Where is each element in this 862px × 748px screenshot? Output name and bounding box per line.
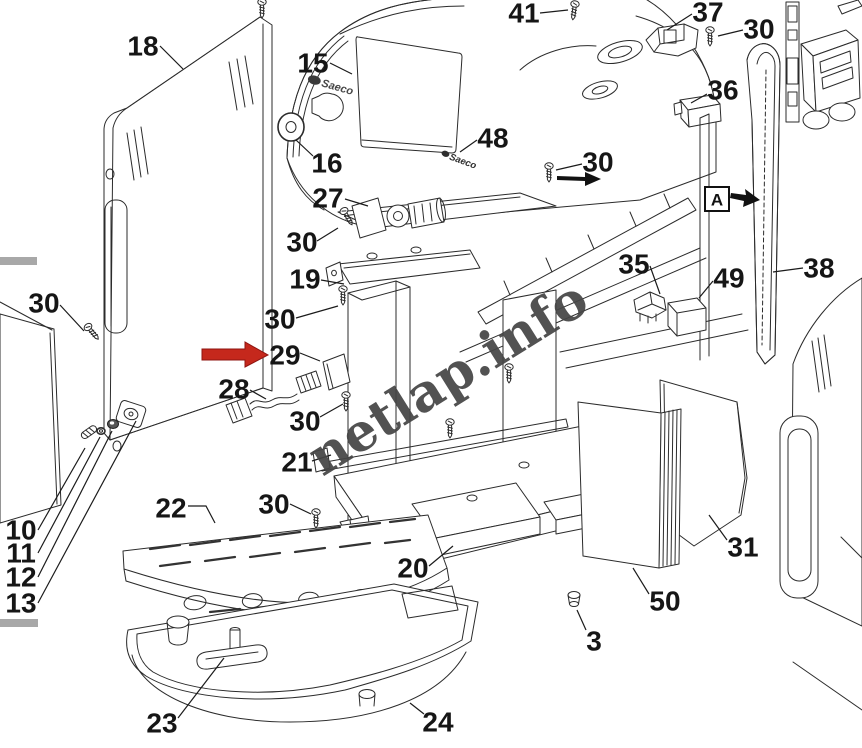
front-door-50 [578,402,681,568]
part-label-37: 37 [692,0,723,28]
leader-line-50 [633,568,649,594]
leader-line-23 [178,658,224,718]
part-label-31: 31 [727,532,758,563]
part-label-10: 10 [5,515,36,546]
part-label-50: 50 [649,586,680,617]
part-label-20: 20 [397,553,428,584]
part-label-30: 30 [743,14,774,45]
detail-marker-a: A [705,187,760,211]
part-label-18: 18 [127,31,158,62]
part-label-30: 30 [289,406,320,437]
drip-tray-24 [127,584,478,722]
housing-cover-41 [287,0,716,225]
washer-11 [97,428,105,434]
leader-line-30 [718,30,743,36]
leader-line-30 [60,305,84,331]
detail-direction-arrow-icon [730,189,760,207]
leader-line-16 [296,140,313,156]
part-label-30: 30 [28,288,59,319]
part-label-12: 12 [5,562,36,593]
part-label-16: 16 [311,148,342,179]
motor-assembly-27 [352,197,447,238]
leader-line-36 [691,94,707,103]
plate-13 [115,400,147,429]
left-gray-bar-top [0,257,37,265]
leader-line-30 [296,306,338,318]
screw-direction-arrow-icon [557,172,601,186]
leader-line-35 [650,266,660,294]
screw-top [257,0,267,19]
part-label-30: 30 [258,489,289,520]
part-label-19: 19 [289,264,320,295]
left-gray-bar-bottom [0,619,38,627]
leader-line-22 [188,506,215,523]
part-label-41: 41 [508,0,539,29]
part-label-22: 22 [155,493,186,524]
leader-line-28 [250,390,266,399]
cap-12 [108,420,119,429]
part-label-38: 38 [803,253,834,284]
bracket-35 [634,292,666,323]
leader-line-30 [290,504,311,514]
part-label-21: 21 [281,447,312,478]
circuit-board [786,0,862,129]
part-label-24: 24 [422,707,454,738]
part-label-30: 30 [286,227,317,258]
leader-line-30 [320,404,343,417]
part-label-27: 27 [312,183,343,214]
float-lever-23 [197,628,267,670]
latch-37 [646,24,698,56]
spring-10 [80,424,98,439]
highlight-arrow-29-icon [202,342,268,367]
leader-line-27 [345,199,368,206]
leader-line-41 [540,10,568,13]
rail-21 [313,419,568,472]
cable-28 [226,371,321,423]
part-label-30: 30 [264,304,295,335]
part-label-28: 28 [218,374,249,405]
leader-line-49 [699,281,713,298]
part-label-15: 15 [297,48,328,79]
leader-line-30 [317,228,338,241]
leader-line-19 [321,280,344,284]
part-label-35: 35 [618,249,649,280]
leader-line-31 [709,515,727,540]
part-label-48: 48 [477,123,508,154]
box-49 [668,298,706,336]
leader-line-21 [312,455,331,461]
left-partial-box [0,302,61,523]
right-side-panel [780,278,862,710]
leader-line-10 [38,448,85,530]
leader-line-30 [556,164,582,170]
leader-line-24 [410,703,424,714]
rear-panel-18 [104,17,272,451]
leader-line-12 [38,431,112,577]
part-label-23: 23 [146,708,177,739]
leader-line-20 [429,546,453,566]
part-label-36: 36 [707,75,738,106]
leader-line-38 [773,268,803,272]
leader-line-37 [667,14,692,30]
part-label-13: 13 [5,588,36,619]
leader-line-29 [300,353,320,361]
grommet-16 [278,113,304,141]
rubber-foot-3 [568,592,580,607]
part-label-29: 29 [269,340,300,371]
leader-line-11 [38,437,100,553]
part-label-3: 3 [586,626,602,657]
part-label-11: 11 [6,538,36,569]
plate-29 [323,354,350,390]
part-label-30: 30 [582,147,613,178]
leader-line-3 [577,610,586,630]
small-parts-10-13 [80,400,147,440]
detail-marker-letter: A [711,191,723,210]
leader-line-13 [38,421,136,603]
side-strip-38 [747,44,780,364]
leader-line-15 [330,63,352,74]
leader-line-48 [460,140,477,152]
part-label-49: 49 [713,263,744,294]
leader-line-18 [160,46,183,69]
